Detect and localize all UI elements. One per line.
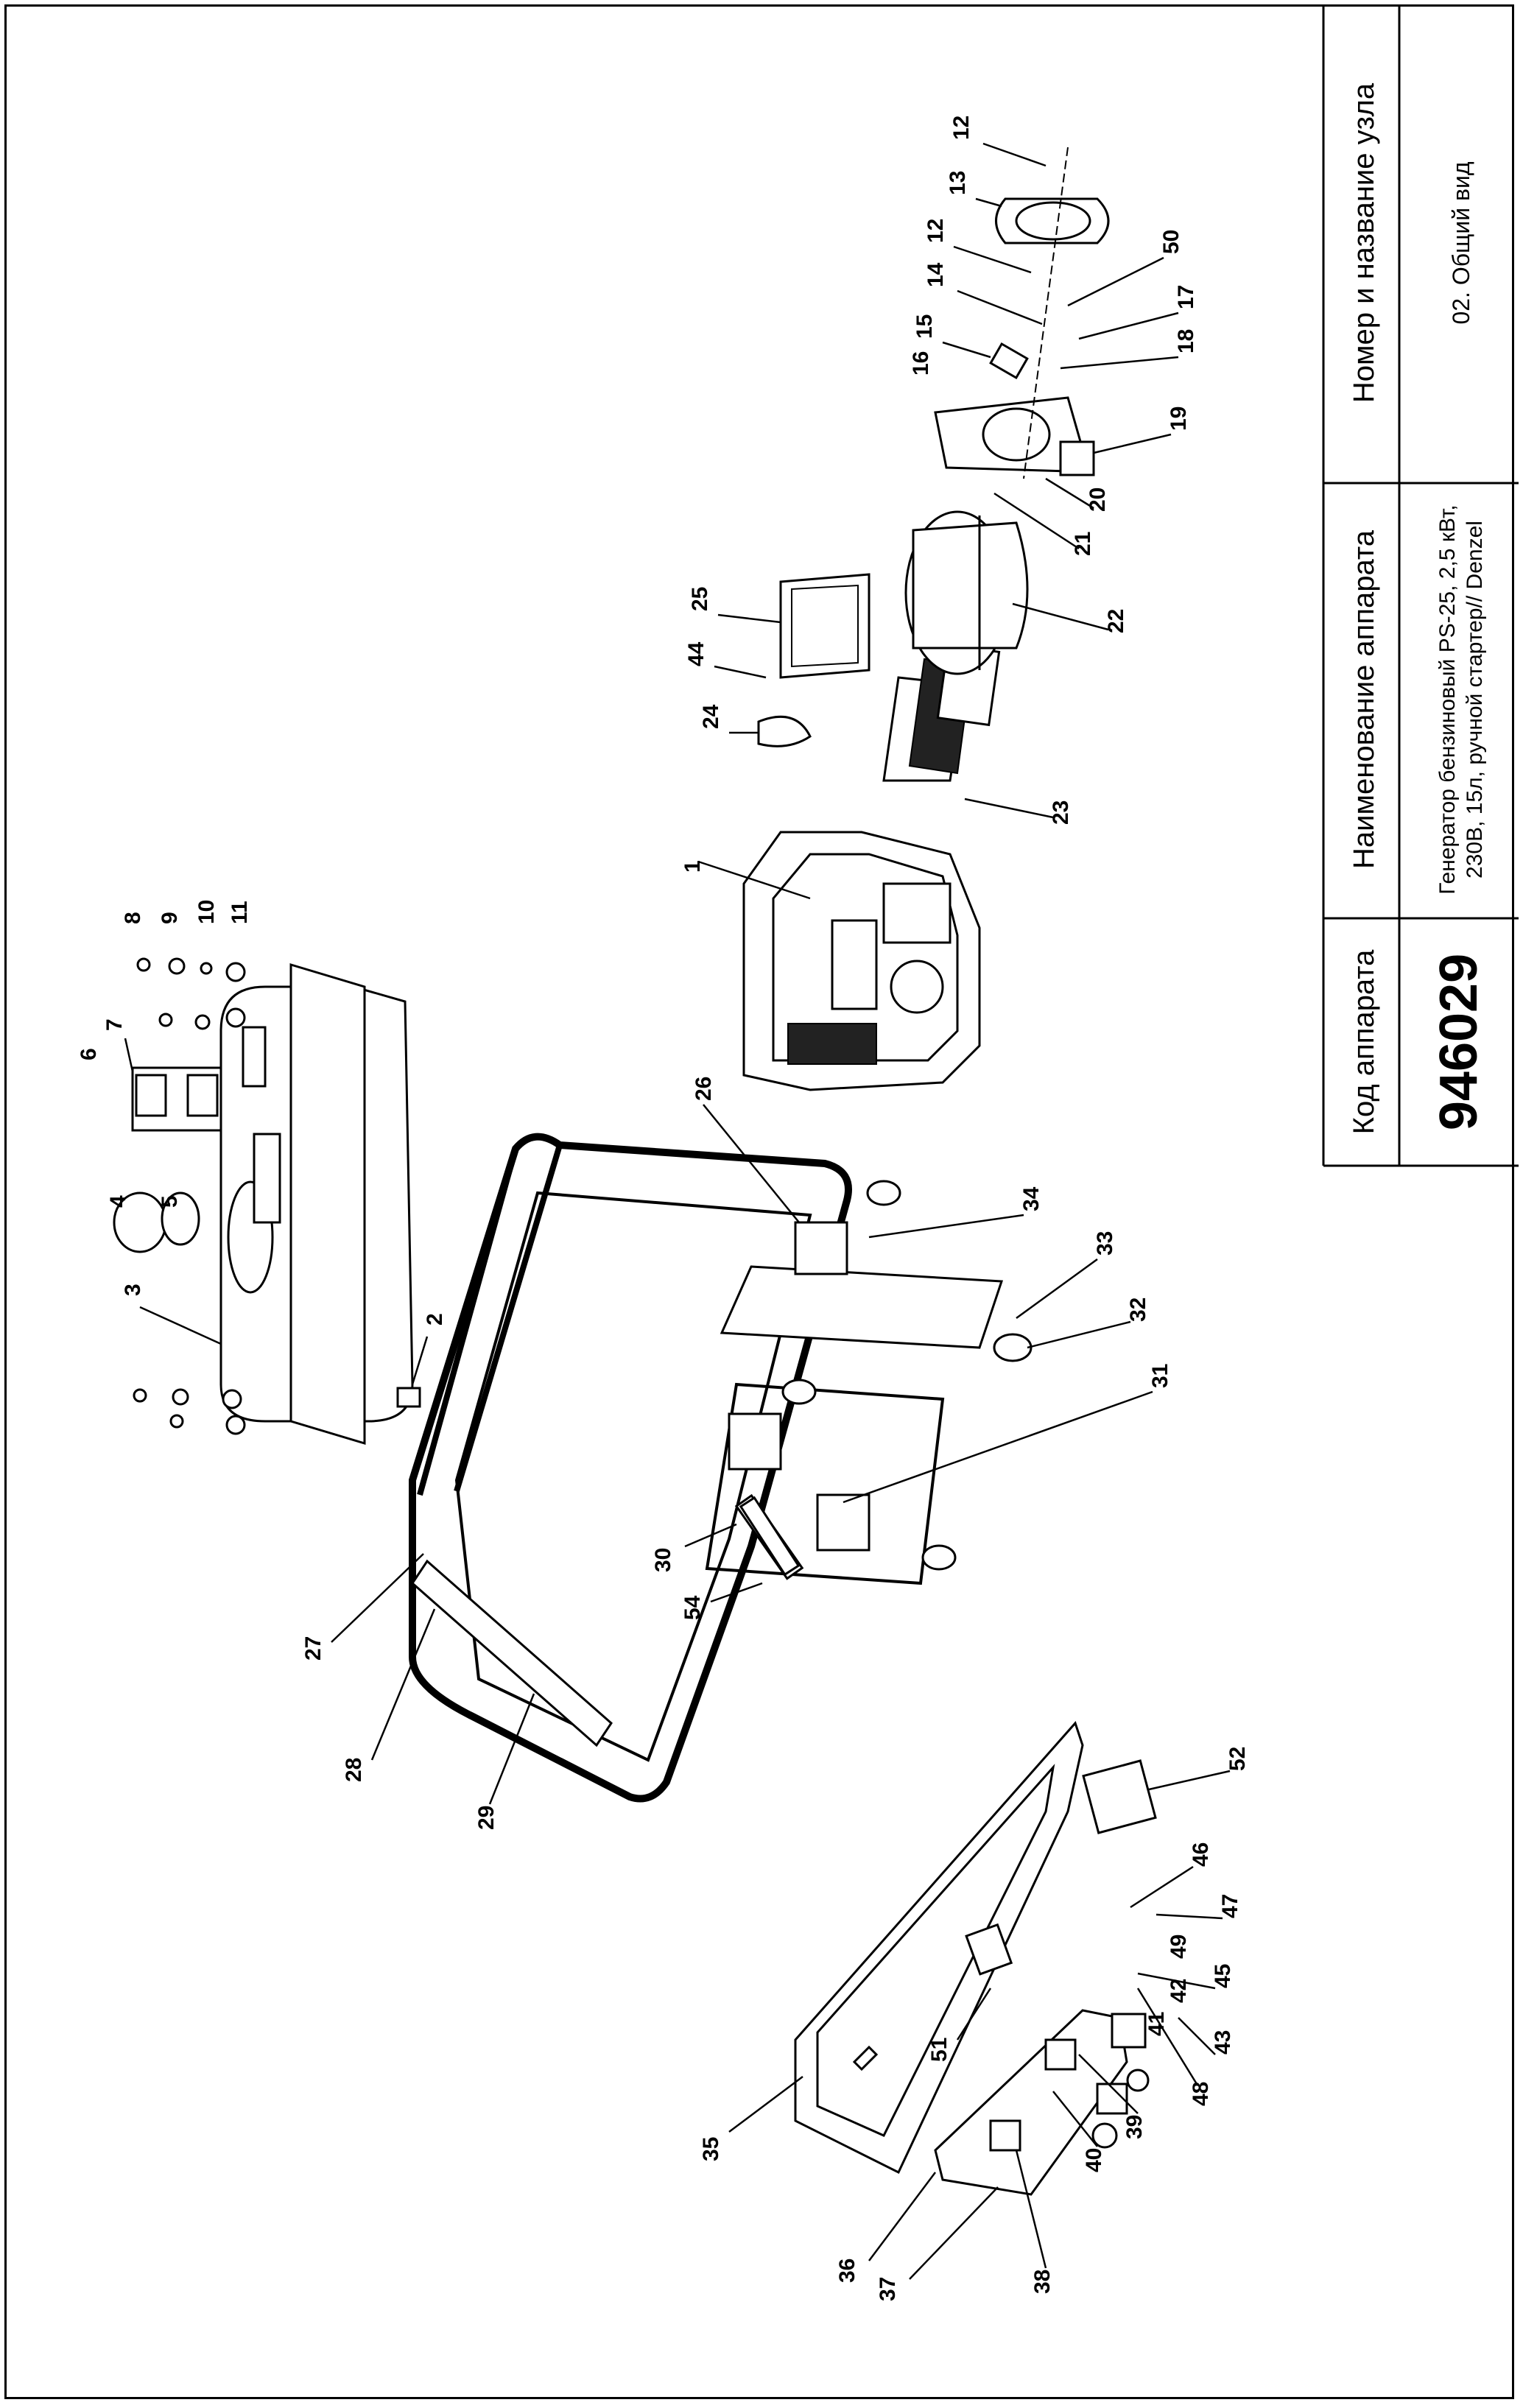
frame-feet [781,1180,1033,1571]
callout-16: 16 [909,351,933,376]
callout-24: 24 [699,704,723,729]
callout-37: 37 [876,2277,900,2301]
drawing-frame [4,4,1514,2399]
callout-39: 39 [1122,2115,1147,2139]
frame-assembly [409,1133,1033,1803]
callout-28: 28 [342,1758,366,1782]
callout-40: 40 [1082,2148,1106,2172]
callout-30: 30 [651,1548,675,1572]
product-name-line-2: 230В, 15л, ручной стартер// Denzel [1463,521,1487,879]
callout-18: 18 [1174,329,1198,353]
control-panel [739,1496,1157,2196]
callout-46: 46 [1189,1842,1213,1867]
name-header: Наименование аппарата [1348,529,1380,869]
callout-3: 3 [121,1284,145,1296]
callout-19: 19 [1167,406,1191,431]
callout-labels: 1 2 3 4 5 6 7 8 9 10 11 12 12 13 14 15 1… [77,116,1250,2301]
node-header: Номер и название узла [1348,82,1380,403]
callout-32: 32 [1126,1298,1150,1322]
rotor-fan [882,643,1001,782]
callout-21: 21 [1071,532,1095,556]
fuel-tank-assembly [113,957,421,1446]
callout-33: 33 [1093,1231,1117,1256]
bottom-cover [794,1721,1084,2175]
callout-48: 48 [1189,2082,1213,2106]
callout-2: 2 [423,1313,447,1326]
callout-4: 4 [106,1195,130,1208]
code-header: Код аппарата [1348,949,1380,1134]
callout-14: 14 [924,262,948,287]
callout-9: 9 [158,912,182,924]
air-filter [757,573,870,747]
callout-35: 35 [699,2137,723,2161]
stator [904,510,1029,675]
callout-26: 26 [692,1077,716,1101]
callout-6: 6 [77,1048,101,1060]
callout-12b: 12 [924,219,948,243]
callout-52: 52 [1225,1747,1250,1771]
title-block: Код аппарата 946029 Наименование аппарат… [1322,4,1519,1167]
callout-34: 34 [1019,1186,1044,1211]
callout-47: 47 [1218,1894,1242,1918]
engine [742,831,981,1091]
callout-11: 11 [228,901,252,924]
callout-5: 5 [158,1195,182,1208]
callout-1: 1 [680,860,705,873]
callout-38: 38 [1030,2270,1055,2294]
callout-54: 54 [680,1595,705,1620]
callout-25: 25 [688,587,712,611]
callout-8: 8 [121,912,145,924]
callout-43: 43 [1211,2030,1235,2055]
callout-44: 44 [684,641,708,666]
callout-20: 20 [1086,487,1110,512]
callout-50: 50 [1159,230,1183,254]
callout-45: 45 [1211,1964,1235,1988]
product-code: 946029 [1429,954,1488,1130]
callout-23: 23 [1049,800,1073,825]
tank-fasteners [133,957,246,1435]
callout-27: 27 [301,1636,326,1661]
callout-31: 31 [1148,1364,1172,1388]
callout-13: 13 [946,171,970,195]
callout-15: 15 [912,314,937,339]
rear-cover [934,342,1095,476]
callout-51: 51 [927,2038,952,2062]
callout-10: 10 [194,900,219,924]
product-name-line-1: Генератор бензиновый PS-25, 2,5 кВт, [1435,504,1460,894]
callout-29: 29 [474,1806,499,1830]
callout-7: 7 [102,1018,127,1031]
callout-17: 17 [1174,285,1198,309]
callout-12a: 12 [949,116,974,140]
end-cap [995,147,1110,479]
callout-36: 36 [835,2259,859,2283]
node-name: 02. Общий вид [1448,161,1474,324]
callout-49: 49 [1167,1935,1191,1959]
